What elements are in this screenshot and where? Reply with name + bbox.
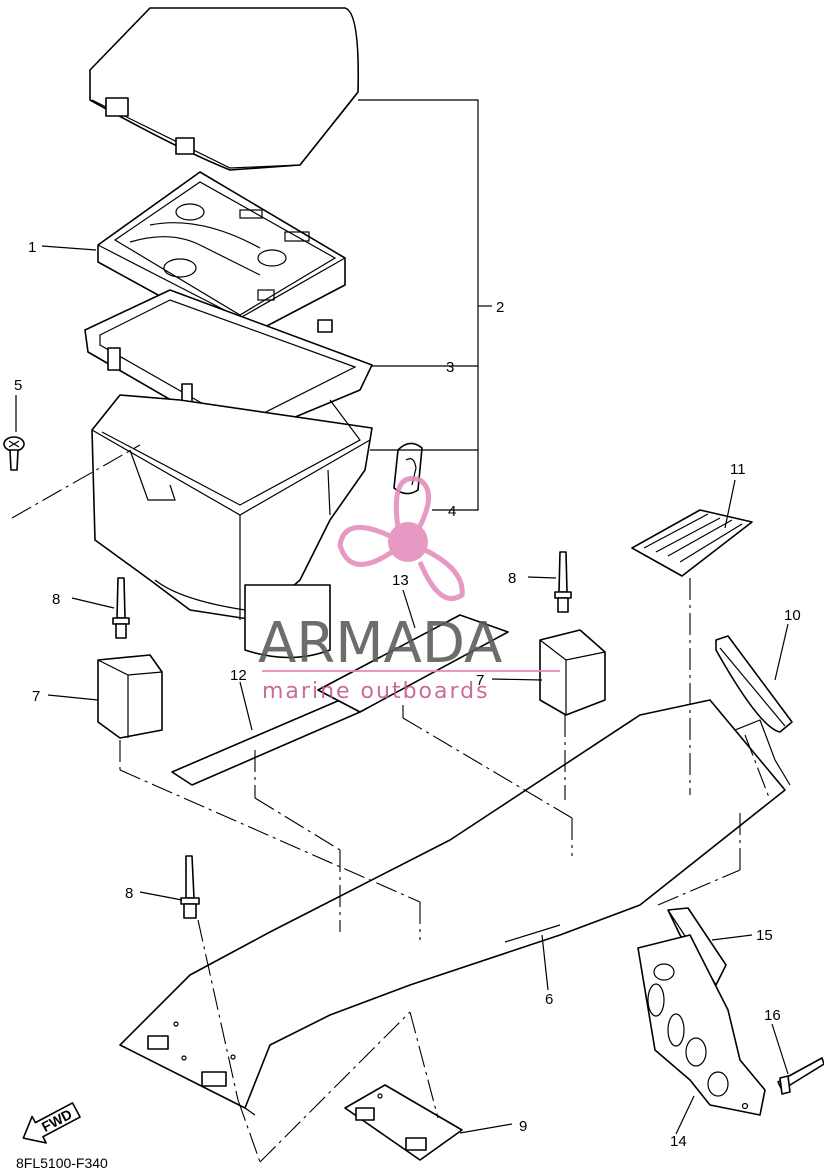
watermark-brand: ARMADA (258, 611, 502, 676)
base-plate (119, 699, 791, 1116)
drawing-code: 8FL5100-F340 (16, 1155, 108, 1171)
callout-15: 15 (756, 927, 773, 944)
tool-tray (97, 171, 346, 341)
watermark: ARMADA marine outboards (258, 476, 560, 704)
callout-11: 11 (730, 461, 746, 478)
callout-2: 2 (496, 299, 504, 316)
callout-8a: 8 (52, 591, 60, 608)
lid (89, 7, 360, 171)
callout-6: 6 (545, 991, 553, 1008)
clip-left (97, 654, 163, 739)
clip-right (539, 629, 606, 716)
strip-12 (171, 699, 361, 786)
fwd-arrow: FWD (22, 1102, 81, 1144)
callout-3: 3 (446, 359, 454, 376)
callout-7b: 7 (476, 672, 484, 689)
side-plate (637, 934, 766, 1116)
watermark-tagline: marine outboards (262, 679, 490, 704)
callout-10: 10 (784, 607, 801, 624)
callout-16: 16 (764, 1007, 781, 1024)
callout-12: 12 (230, 667, 247, 684)
storage-box (91, 394, 373, 659)
pin (777, 1057, 824, 1095)
seal-frame (84, 289, 373, 441)
callout-8c: 8 (125, 885, 133, 902)
screw (3, 436, 25, 471)
rivet-right (554, 551, 572, 613)
bracket (715, 635, 793, 733)
small-plate (344, 1084, 463, 1161)
callout-1: 1 (28, 239, 36, 256)
assembly-lines (11, 444, 771, 1163)
callout-7a: 7 (32, 688, 40, 705)
callout-5: 5 (14, 377, 22, 394)
strip-13 (317, 614, 509, 713)
callouts: 1 2 3 4 5 6 7 7 8 8 8 9 10 11 12 13 14 1… (14, 239, 801, 1150)
fwd-label: FWD (39, 1106, 75, 1135)
leader-lines (15, 99, 789, 1135)
rivet-left (112, 577, 130, 639)
callout-4: 4 (448, 503, 456, 520)
mat (631, 509, 753, 577)
callout-9: 9 (519, 1118, 527, 1135)
callout-14: 14 (670, 1133, 687, 1150)
callout-13: 13 (392, 572, 409, 589)
rivet-bottom (180, 855, 200, 919)
callout-8b: 8 (508, 570, 516, 587)
propeller-logo-icon (337, 476, 465, 602)
